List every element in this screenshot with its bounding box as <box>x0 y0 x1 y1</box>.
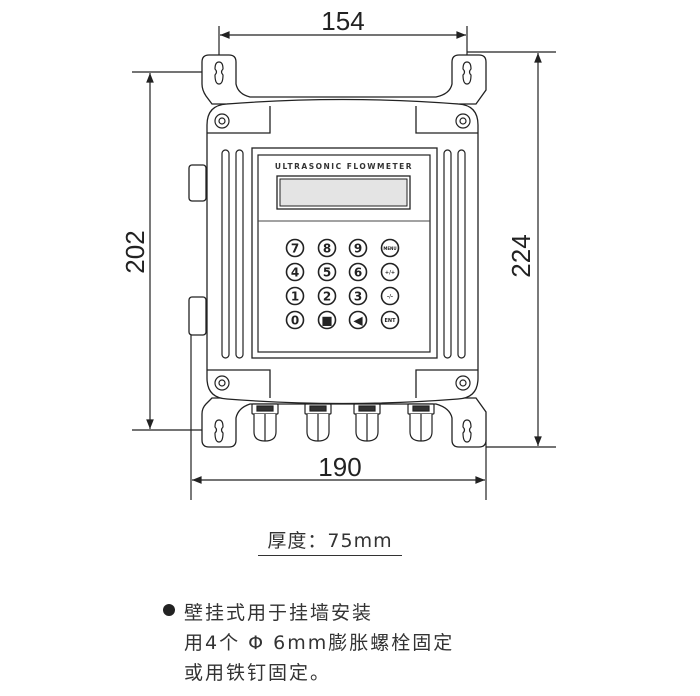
bottom-bracket <box>201 397 487 448</box>
key-0: 0 <box>285 310 305 330</box>
key-4: 4 <box>285 262 305 282</box>
key-label: 0 <box>291 314 299 328</box>
key-label: ■ <box>321 314 332 328</box>
key-label: +/+ <box>385 270 395 276</box>
front-panel: ULTRASONIC FLOWMETER 7 8 9 MENU 4 5 6 +/+ 1 2 3 -/-… <box>251 147 438 359</box>
key-label: 3 <box>354 290 362 304</box>
bullet-icon <box>163 604 175 616</box>
thickness-label: 厚度：75mm <box>258 526 402 556</box>
panel-title: ULTRASONIC FLOWMETER <box>275 162 413 171</box>
key-3: 3 <box>348 286 368 306</box>
key-label: MENU <box>383 246 396 251</box>
key-label: 7 <box>291 242 299 256</box>
note-line-2: 用4个 Φ 6mm膨胀螺栓固定 <box>184 632 455 654</box>
key-: ■ <box>317 310 337 330</box>
key-2: 2 <box>317 286 337 306</box>
note-line-3: 或用铁钉固定。 <box>184 662 332 684</box>
key-menu: MENU <box>380 238 400 258</box>
key-label: ◀ <box>353 314 363 328</box>
dim-bottom-width: 190 <box>318 452 361 482</box>
key-label: ENT <box>384 318 396 324</box>
vent-slots <box>221 149 466 359</box>
key-: -/- <box>380 286 400 306</box>
dimension-lines <box>132 26 556 500</box>
key-label: 4 <box>291 266 299 280</box>
key-8: 8 <box>317 238 337 258</box>
key-9: 9 <box>348 238 368 258</box>
keyholes <box>214 61 472 443</box>
dim-top-width: 154 <box>321 6 364 36</box>
key-7: 7 <box>285 238 305 258</box>
note-line-1: 壁挂式用于挂墙安装 <box>184 602 374 624</box>
top-bracket <box>201 54 487 105</box>
key-6: 6 <box>348 262 368 282</box>
bottom-cable-glands <box>251 403 435 442</box>
key-label: 2 <box>323 290 331 304</box>
key-label: 1 <box>291 290 299 304</box>
key-5: 5 <box>317 262 337 282</box>
key-label: 6 <box>354 266 362 280</box>
screws <box>214 113 471 391</box>
key-label: -/- <box>387 294 393 300</box>
key-: ◀ <box>348 310 368 330</box>
key-1: 1 <box>285 286 305 306</box>
key-label: 5 <box>323 266 331 280</box>
dim-right-height: 224 <box>506 234 536 277</box>
keypad: 7 8 9 MENU 4 5 6 +/+ 1 2 3 -/- 0 ■ ◀ ENT <box>285 238 400 330</box>
side-cable-gland <box>188 296 207 336</box>
key-: +/+ <box>380 262 400 282</box>
side-cable-gland <box>188 164 207 202</box>
dim-left-height: 202 <box>120 230 150 273</box>
key-ent: ENT <box>380 310 400 330</box>
key-label: 9 <box>354 242 362 256</box>
key-label: 8 <box>323 242 331 256</box>
